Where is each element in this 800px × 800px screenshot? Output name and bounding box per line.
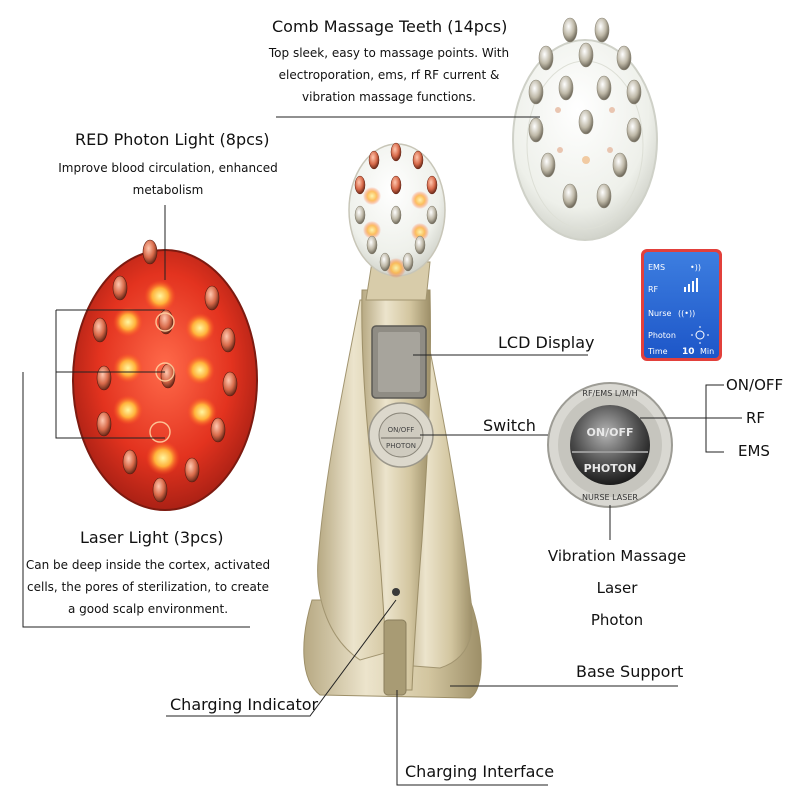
function-list: Vibration Massage Laser Photon <box>520 540 714 636</box>
mode-ems-label: EMS <box>738 442 770 460</box>
mode-on-off-label: ON/OFF <box>726 376 784 394</box>
switch-button-image: ON/OFF PHOTON RF/EMS L/M/H NURSE LASER <box>547 382 673 508</box>
switch-ring-top-label: RF/EMS L/M/H <box>582 389 637 398</box>
switch-label: Switch <box>483 416 536 435</box>
function-laser: Laser <box>596 579 638 597</box>
lcd-time-value: 10 <box>682 347 695 357</box>
red-photon-description: Improve blood circulation, enhanced meta… <box>50 157 286 201</box>
laser-desc-line: Can be deep inside the cortex, activated <box>25 558 271 572</box>
lcd-row-ems: EMS <box>648 263 665 272</box>
function-vibration-massage: Vibration Massage <box>547 547 687 565</box>
comb-head-image <box>512 17 658 241</box>
red-photon-head-image <box>72 239 258 511</box>
comb-desc-line: vibration massage functions. <box>302 90 476 104</box>
laser-desc-line: a good scalp environment. <box>67 602 229 616</box>
svg-text:•)): •)) <box>690 263 701 272</box>
comb-desc-line: electroporation, ems, rf RF current & <box>278 68 500 82</box>
svg-text:ON/OFF: ON/OFF <box>388 426 415 434</box>
function-photon: Photon <box>590 611 644 629</box>
svg-text:((•)): ((•)) <box>678 309 695 318</box>
switch-top-label: ON/OFF <box>587 426 634 439</box>
charging-interface-label: Charging Interface <box>405 762 555 781</box>
sun-icon <box>691 326 709 344</box>
red-photon-desc-line: metabolism <box>132 183 204 197</box>
red-photon-desc-line: Improve blood circulation, enhanced <box>58 161 278 175</box>
switch-bottom-label: PHOTON <box>584 462 637 475</box>
lcd-row-rf: RF <box>648 285 659 294</box>
lcd-display-image: EMS •)) RF Nurse ((•)) Photon Time 10 Mi… <box>641 249 722 361</box>
red-photon-title: RED Photon Light (8pcs) <box>75 130 270 149</box>
laser-desc-line: cells, the pores of sterilization, to cr… <box>27 580 269 594</box>
callout-lines <box>22 116 742 786</box>
comb-teeth-title: Comb Massage Teeth (14pcs) <box>272 17 508 36</box>
base-support-label: Base Support <box>576 662 684 681</box>
svg-text:PHOTON: PHOTON <box>386 442 416 450</box>
lcd-row-photon: Photon <box>648 331 676 340</box>
laser-light-description: Can be deep inside the cortex, activated… <box>22 554 274 620</box>
device-body-image: ON/OFF PHOTON <box>303 142 482 699</box>
switch-ring-bottom-label: NURSE LASER <box>582 493 638 502</box>
lcd-time-label: Time <box>647 347 668 356</box>
mode-rf-label: RF <box>746 409 766 427</box>
laser-light-title: Laser Light (3pcs) <box>80 528 224 547</box>
lcd-display-label: LCD Display <box>498 333 595 352</box>
comb-teeth-description: Top sleek, easy to massage points. With … <box>258 42 520 108</box>
comb-desc-line: Top sleek, easy to massage points. With <box>268 46 510 60</box>
lcd-row-nurse: Nurse <box>648 309 672 318</box>
charging-indicator-label: Charging Indicator <box>170 695 319 714</box>
lcd-time-unit: Min <box>700 347 714 356</box>
